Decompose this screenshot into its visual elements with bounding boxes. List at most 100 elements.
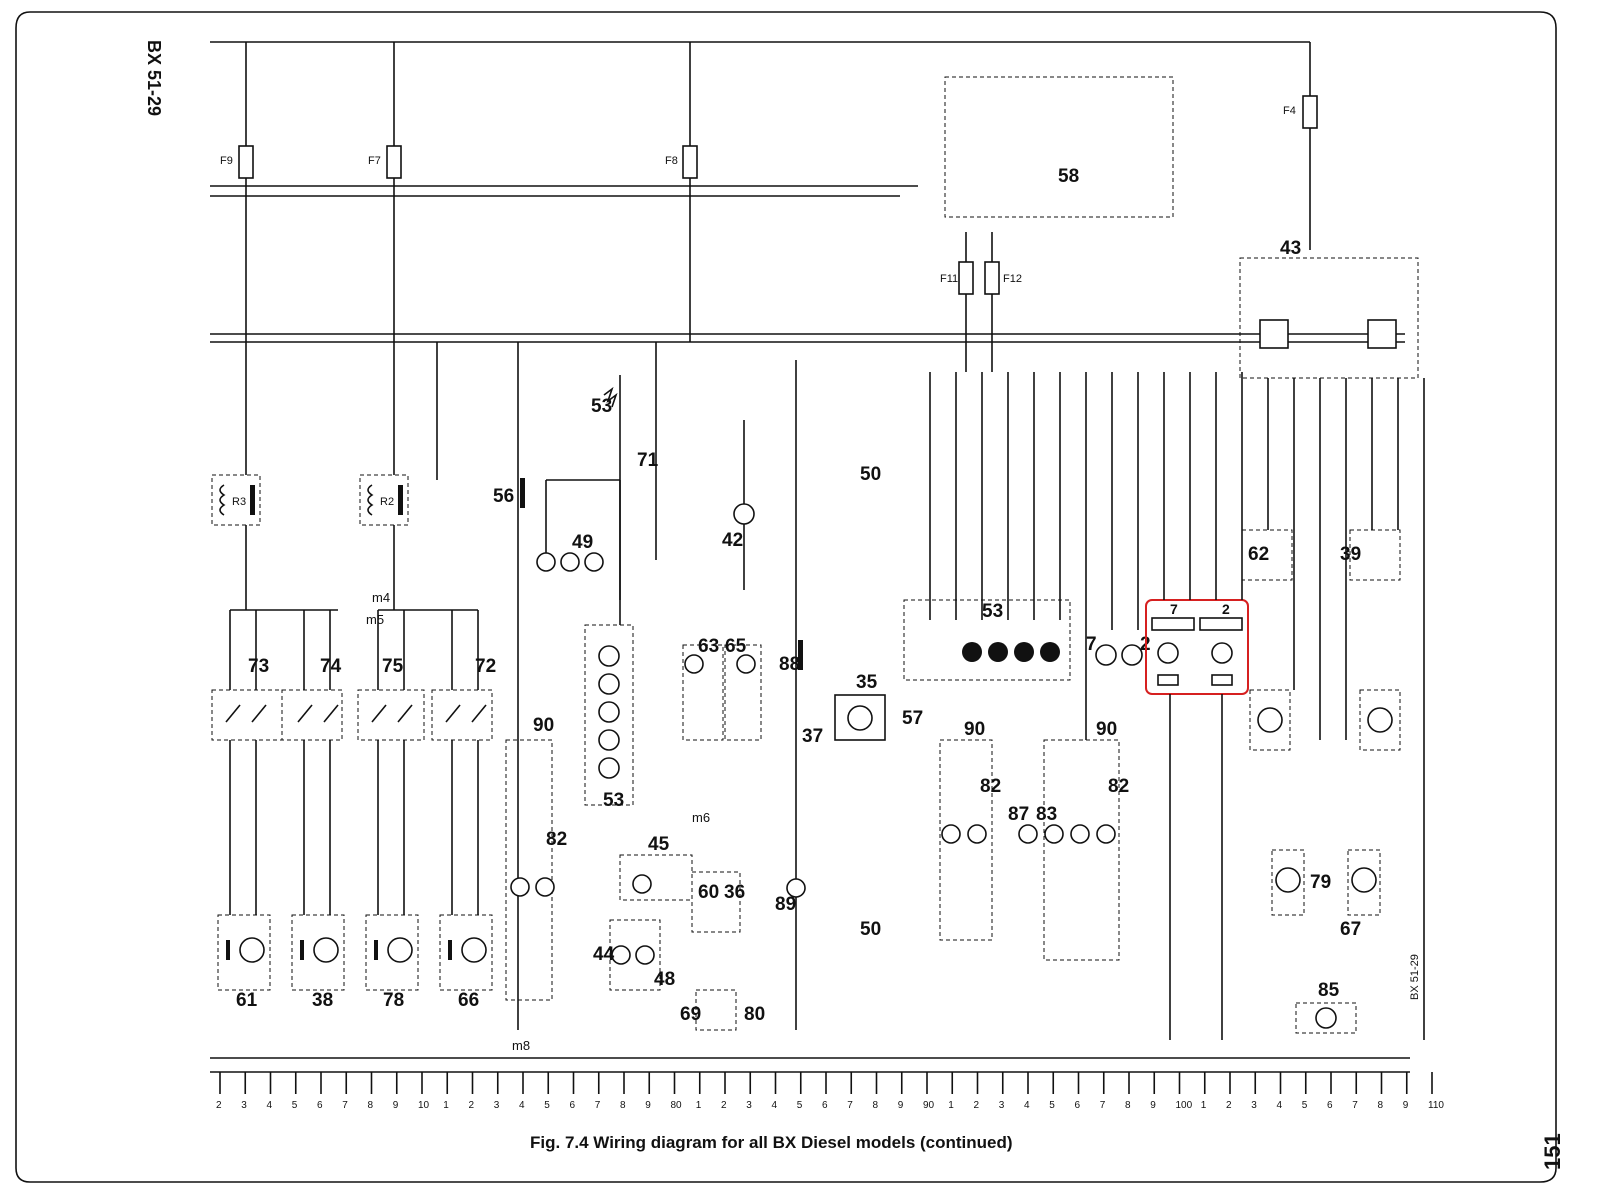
rheostat-53-label: 53	[591, 396, 612, 417]
relay-label: R2	[380, 496, 394, 508]
figure-caption: Fig. 7.4 Wiring diagram for all BX Diese…	[530, 1133, 1013, 1152]
component-57: 57	[902, 708, 923, 729]
component-61: 61	[236, 990, 258, 1011]
grid-number: 8	[620, 1100, 626, 1111]
harness-90-left: 90 82	[505, 715, 567, 1001]
fuse-f9: F9	[220, 42, 254, 475]
grid-number: 4	[1024, 1100, 1030, 1111]
highlight-7: 7	[1170, 601, 1178, 617]
lamp-column-53: 53 53	[584, 375, 634, 811]
component-71: 71	[637, 450, 659, 471]
window-motor-61: 61	[217, 914, 271, 1011]
grid-number: 3	[746, 1100, 752, 1111]
component-44: 44	[593, 944, 615, 965]
grid-number: 3	[1251, 1100, 1257, 1111]
switches-60-36: 60 36	[691, 871, 745, 933]
grid-number: 6	[1075, 1100, 1081, 1111]
grid-number: 6	[570, 1100, 576, 1111]
grid-number: 2	[721, 1100, 727, 1111]
lamp-89: 89	[775, 878, 806, 915]
window-motor-66: 66	[439, 914, 493, 1011]
component-60: 60	[698, 882, 719, 903]
grid-number: 6	[822, 1100, 828, 1111]
grid-number: 9	[1403, 1100, 1409, 1111]
component-72: 72	[475, 656, 496, 677]
grid-number: 80	[671, 1100, 683, 1111]
component-78: 78	[383, 990, 404, 1011]
grid-number: 9	[645, 1100, 651, 1111]
fuse-label: F11	[940, 273, 958, 285]
harness-90-center: 90 82	[939, 719, 1001, 941]
lamp-45: 45	[619, 834, 693, 901]
fuse-label: F8	[665, 155, 678, 167]
grid-number: 2	[469, 1100, 475, 1111]
grid-number: 2	[216, 1100, 222, 1111]
page-number: 151	[1540, 1133, 1565, 1170]
component-65: 65	[725, 636, 747, 657]
component-56: 56	[493, 486, 514, 507]
earth-points: m5 m4 m8 m6	[366, 590, 710, 1053]
component-45: 45	[648, 834, 670, 855]
grid-number: 3	[241, 1100, 247, 1111]
grid-number: 2	[1226, 1100, 1232, 1111]
grid-number: 8	[1125, 1100, 1131, 1111]
header-code: BX 51-29	[144, 40, 164, 116]
lighting-switch-58: 58	[944, 76, 1174, 218]
component-36: 36	[724, 882, 745, 903]
earth-m4: m4	[372, 590, 390, 605]
lamp-42: 42	[722, 420, 755, 590]
component-90-center: 90	[964, 719, 985, 740]
component-58: 58	[1058, 166, 1079, 187]
grid-number: 9	[898, 1100, 904, 1111]
component-90: 90	[533, 715, 554, 736]
grid-number: 10	[418, 1100, 430, 1111]
component-62: 62	[1248, 544, 1269, 565]
window-motor-78: 78	[365, 914, 419, 1011]
component-82-right: 82	[1108, 776, 1129, 797]
component-63: 63	[698, 636, 719, 657]
grid-number: 7	[1100, 1100, 1106, 1111]
grid-number: 9	[1150, 1100, 1156, 1111]
lamp-7-2: 7 2	[1086, 634, 1151, 666]
fuse-f8: F8	[665, 42, 698, 342]
component-66: 66	[458, 990, 479, 1011]
relay-r3: R3	[211, 474, 261, 526]
window-motor-38: 38	[291, 914, 345, 1011]
harness-90-right: 90 87 83 82	[1008, 719, 1129, 961]
highlighted-lamp-group: 7 2	[1145, 599, 1249, 695]
switch-88-37: 88 37	[779, 360, 823, 1030]
fuse-f12: F12	[984, 232, 1022, 372]
grid-number: 7	[342, 1100, 348, 1111]
grid-number: 1	[443, 1100, 449, 1111]
motors-right: 79 67 85	[1249, 689, 1401, 1034]
side-code: BX 51-29	[1409, 954, 1421, 1000]
grid-number: 2	[974, 1100, 980, 1111]
fuse-label: F9	[220, 155, 233, 167]
flasher-unit-43: 43	[1239, 238, 1419, 379]
grid-number: 8	[368, 1100, 374, 1111]
grid-number: 5	[544, 1100, 550, 1111]
fuse-label: F4	[1283, 105, 1296, 117]
component-49: 49	[572, 532, 593, 553]
component-73: 73	[248, 656, 269, 677]
warning-lamps-53: 53	[903, 599, 1071, 681]
component-48: 48	[654, 969, 675, 990]
fuse-label: F12	[1003, 273, 1022, 285]
component-42: 42	[722, 530, 743, 551]
switch-62: 62	[1241, 529, 1293, 581]
grid-number: 1	[948, 1100, 954, 1111]
grid-number: 5	[292, 1100, 298, 1111]
motor-35: 35 57	[834, 672, 923, 741]
component-7: 7	[1086, 634, 1097, 655]
earth-m6: m6	[692, 810, 710, 825]
switch-39: 39	[1340, 529, 1401, 581]
component-87: 87	[1008, 804, 1029, 825]
horn-50: 50 50	[860, 464, 881, 940]
switch-71: 71	[637, 342, 659, 560]
grid-number: 110	[1428, 1100, 1444, 1111]
component-89: 89	[775, 894, 796, 915]
grid-number: 5	[797, 1100, 803, 1111]
component-82: 82	[546, 829, 567, 850]
